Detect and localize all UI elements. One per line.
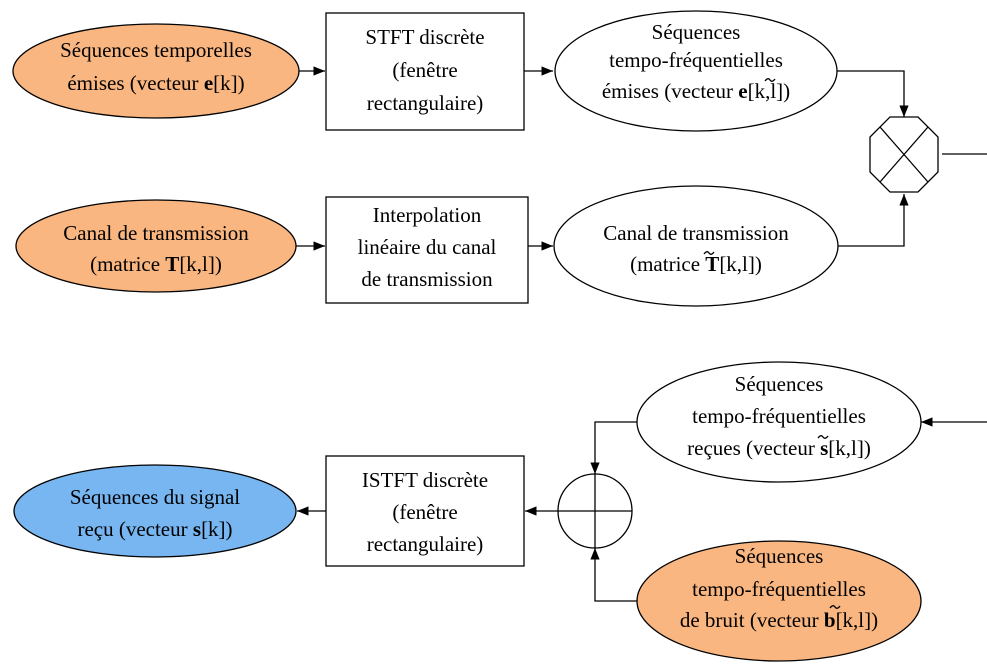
multiply-icon [869,116,939,193]
node-canal-interp-line2: (matrice T[k,l]) [630,252,762,276]
node-seq-tf-emises-line2: tempo-fréquentielles [609,48,783,72]
node-seq-temp-emises-line1: Séquences temporelles [60,38,252,62]
node-seq-tf-bruit: Séquences tempo-fréquentielles de bruit … [636,540,922,662]
tilde-mark [817,435,829,439]
tilde-mark [764,78,776,82]
arrow-ttilde-to-multiply [838,194,909,247]
node-canal-interp: Canal de transmission (matrice T[k,l]) [553,185,839,307]
tilde-mark [703,251,715,255]
node-seq-tf-emises-line1: Séquences [652,20,741,44]
node-canal-line1: Canal de transmission [63,221,249,245]
node-interp-line3: de transmission [361,267,493,291]
node-interp-line1: Interpolation [373,203,482,227]
connectors [296,66,987,602]
node-seq-tf-recues-line3: reçues (vecteur s[k,l]) [687,436,871,460]
arrow-etilde-to-multiply [837,70,909,117]
node-seq-signal-recu-line2: reçu (vecteur s[k]) [77,517,232,541]
node-stft-line2: (fenêtre [392,58,457,82]
node-seq-temp-emises-line2: émises (vecteur e[k]) [67,71,244,95]
node-istft-line3: rectangulaire) [367,532,484,556]
node-seq-signal-recu: Séquences du signal reçu (vecteur s[k]) [13,464,297,558]
node-istft-line2: (fenêtre [392,500,457,524]
plus-icon [557,473,633,549]
node-seq-tf-recues-line1: Séquences [735,372,824,396]
node-seq-temp-emises: Séquences temporelles émises (vecteur e[… [12,23,300,119]
arrow-stilde-to-add [590,421,637,474]
node-seq-tf-recues-line2: tempo-fréquentielles [692,404,866,428]
node-stft: STFT discrète (fenêtre rectangulaire) [325,12,525,131]
arrow-btilde-to-add [590,548,637,602]
node-seq-signal-recu-line1: Séquences du signal [70,485,240,509]
node-istft-line1: ISTFT discrète [362,468,488,492]
node-canal-interp-line1: Canal de transmission [603,221,789,245]
node-stft-line1: STFT discrète [365,25,484,49]
node-seq-tf-bruit-line3: de bruit (vecteur b[k,l]) [680,608,878,632]
node-interp-line2: linéaire du canal [358,235,497,259]
node-interp: Interpolation linéaire du canal de trans… [325,196,529,304]
tilde-mark [829,605,841,609]
node-seq-tf-bruit-line1: Séquences [735,544,824,568]
node-seq-tf-bruit-line2: tempo-fréquentielles [692,577,866,601]
node-seq-tf-recues: Séquences tempo-fréquentielles reçues (v… [636,361,922,483]
node-seq-tf-emises-line3: émises (vecteur e[k,l]) [602,79,790,103]
node-stft-line3: rectangulaire) [367,91,484,115]
node-istft: ISTFT discrète (fenêtre rectangulaire) [325,455,525,567]
node-canal-line2: (matrice T[k,l]) [90,252,222,276]
node-seq-tf-emises: Séquences tempo-fréquentielles émises (v… [554,10,838,132]
node-canal: Canal de transmission (matrice T[k,l]) [15,199,297,293]
